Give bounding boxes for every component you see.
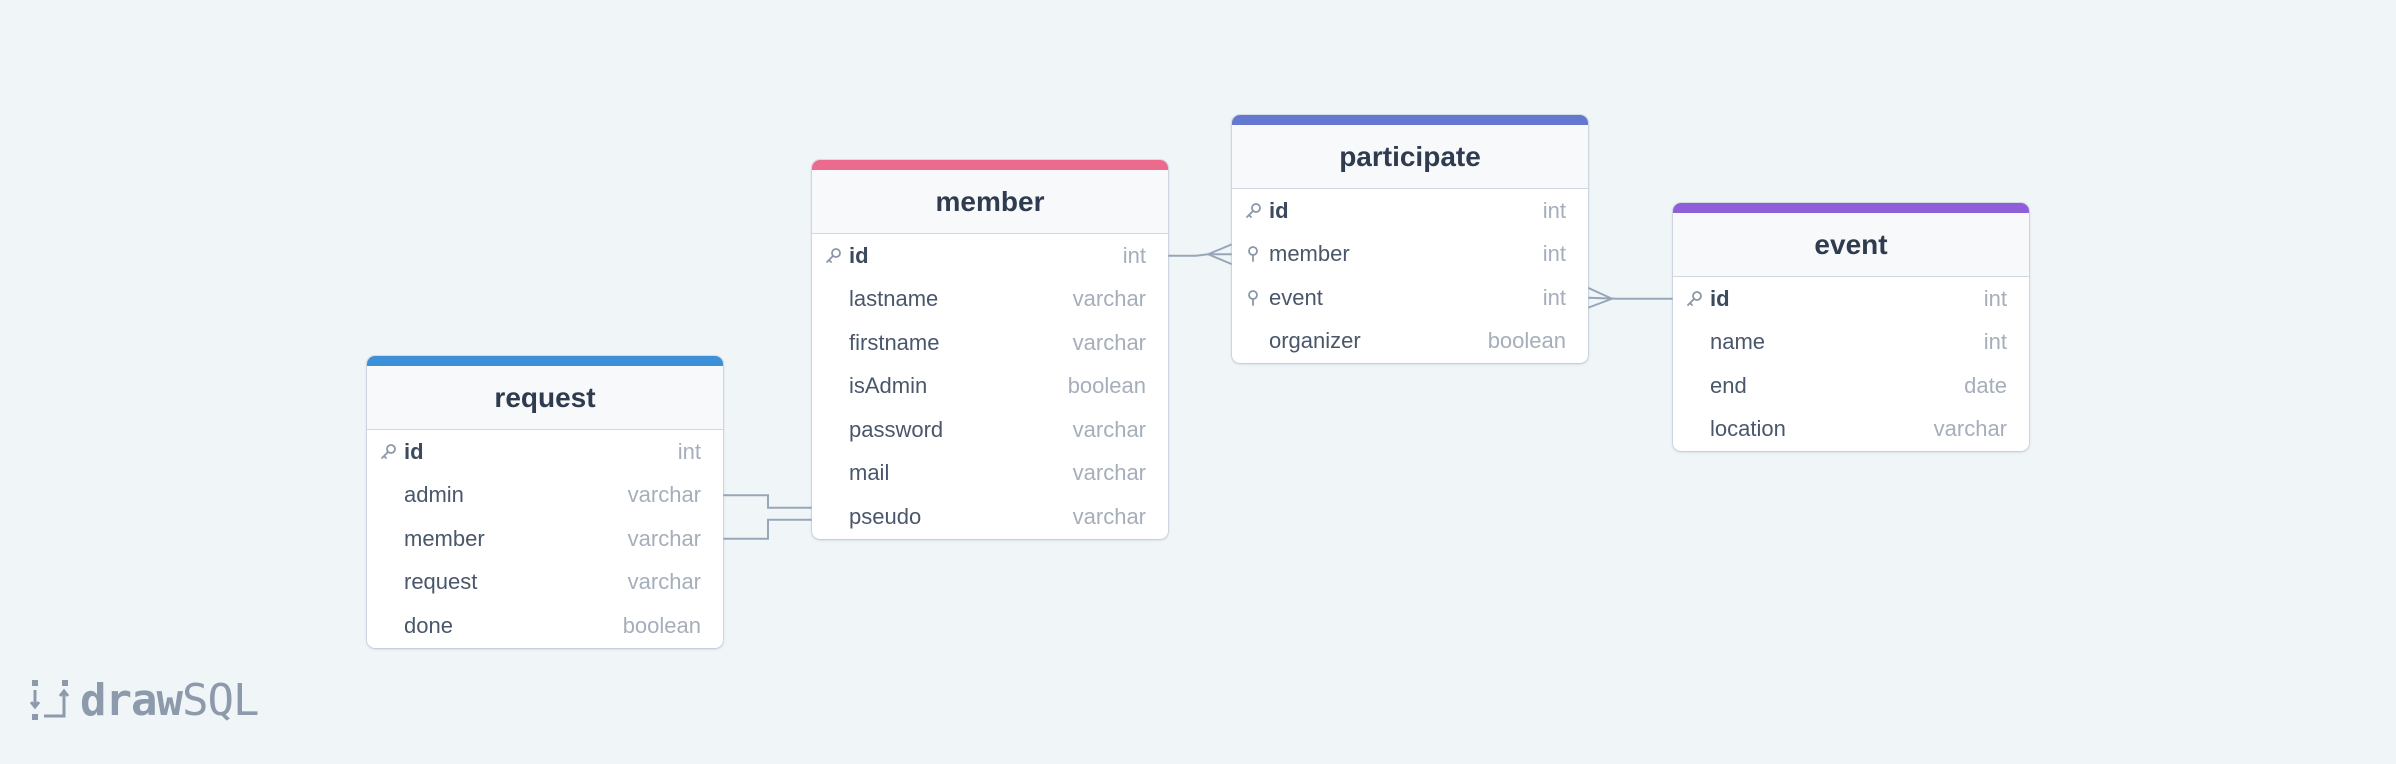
relationship-line[interactable] — [1168, 253, 1232, 257]
table-color-bar — [1673, 203, 2029, 213]
table-color-bar — [812, 160, 1168, 170]
field-row-admin[interactable]: admin varchar — [367, 474, 723, 518]
field-type: boolean — [622, 612, 701, 638]
table-color-bar — [367, 356, 723, 366]
crows-foot-marker[interactable] — [1207, 243, 1233, 266]
key-icon — [1685, 290, 1703, 308]
field-name: done — [404, 612, 453, 638]
table-member[interactable]: member id int lastname varchar firstname varch… — [812, 160, 1168, 539]
field-type: int — [1542, 197, 1566, 223]
field-type: varchar — [627, 525, 701, 551]
field-row-password[interactable]: password varchar — [812, 408, 1168, 452]
field-name: firstname — [849, 329, 940, 355]
foreign-key-icon — [1244, 289, 1262, 307]
field-name: id — [849, 242, 869, 268]
field-type: int — [677, 438, 701, 464]
field-name: end — [1710, 372, 1747, 398]
table-title[interactable]: request — [367, 366, 723, 430]
field-row-lastname[interactable]: lastname varchar — [812, 278, 1168, 322]
table-title[interactable]: member — [812, 170, 1168, 234]
field-name: id — [404, 438, 424, 464]
key-icon — [1244, 202, 1262, 220]
field-name: mail — [849, 460, 890, 486]
field-name: lastname — [849, 286, 939, 312]
field-name: request — [404, 569, 478, 595]
field-type: int — [1122, 242, 1146, 268]
table-title[interactable]: event — [1673, 213, 2029, 277]
field-type: boolean — [1067, 373, 1146, 399]
field-row-id[interactable]: id int — [812, 234, 1168, 278]
field-row-id[interactable]: id int — [1673, 277, 2029, 321]
field-type: varchar — [1072, 286, 1146, 312]
relationship-line[interactable] — [723, 494, 812, 509]
field-row-member[interactable]: member varchar — [367, 517, 723, 561]
field-type: varchar — [1072, 416, 1146, 442]
table-participate[interactable]: participate id int member int event int organiz… — [1232, 115, 1588, 363]
field-row-mail[interactable]: mail varchar — [812, 452, 1168, 496]
field-row-id[interactable]: id int — [1232, 189, 1588, 233]
relationship-line[interactable] — [723, 518, 812, 540]
field-name: password — [849, 416, 944, 442]
field-type: int — [1983, 329, 2007, 355]
field-type: varchar — [1072, 503, 1146, 529]
drawsql-logo[interactable]: draw SQL — [30, 672, 259, 728]
field-type: date — [1964, 372, 2007, 398]
field-type: boolean — [1487, 328, 1566, 354]
field-name: id — [1710, 285, 1730, 311]
foreign-key-icon — [1244, 245, 1262, 263]
field-name: admin — [404, 482, 464, 508]
field-name: pseudo — [849, 503, 922, 529]
field-row-isAdmin[interactable]: isAdmin boolean — [812, 365, 1168, 409]
field-row-organizer[interactable]: organizer boolean — [1232, 320, 1588, 364]
field-type: varchar — [1072, 460, 1146, 486]
logo-text-bold: draw — [80, 674, 183, 726]
field-name: member — [404, 525, 485, 551]
field-type: varchar — [1072, 329, 1146, 355]
field-type: int — [1542, 241, 1566, 267]
field-name: location — [1710, 416, 1786, 442]
field-row-location[interactable]: location varchar — [1673, 408, 2029, 452]
table-title[interactable]: participate — [1232, 125, 1588, 189]
table-event[interactable]: event id int name int end date location varchar — [1673, 203, 2029, 451]
field-row-request[interactable]: request varchar — [367, 561, 723, 605]
field-row-event[interactable]: event int — [1232, 276, 1588, 320]
field-name: isAdmin — [849, 373, 928, 399]
field-row-done[interactable]: done boolean — [367, 604, 723, 648]
logo-text-light: SQL — [181, 674, 259, 726]
key-icon — [824, 247, 842, 265]
field-name: organizer — [1269, 328, 1361, 354]
field-row-name[interactable]: name int — [1673, 321, 2029, 365]
field-name: id — [1269, 197, 1289, 223]
field-name: event — [1269, 284, 1323, 310]
relationship-line[interactable] — [1587, 296, 1673, 300]
field-type: varchar — [1933, 416, 2007, 442]
crows-foot-marker[interactable] — [1587, 286, 1613, 309]
field-row-pseudo[interactable]: pseudo varchar — [812, 495, 1168, 539]
field-row-member[interactable]: member int — [1232, 233, 1588, 277]
key-icon — [379, 443, 397, 461]
field-row-id[interactable]: id int — [367, 430, 723, 474]
field-row-end[interactable]: end date — [1673, 364, 2029, 408]
field-type: int — [1542, 284, 1566, 310]
field-type: varchar — [627, 482, 701, 508]
field-type: int — [1983, 285, 2007, 311]
field-row-firstname[interactable]: firstname varchar — [812, 321, 1168, 365]
field-name: member — [1269, 241, 1350, 267]
field-name: name — [1710, 329, 1766, 355]
field-type: varchar — [627, 569, 701, 595]
table-color-bar — [1232, 115, 1588, 125]
drawsql-logo-icon — [30, 680, 70, 720]
